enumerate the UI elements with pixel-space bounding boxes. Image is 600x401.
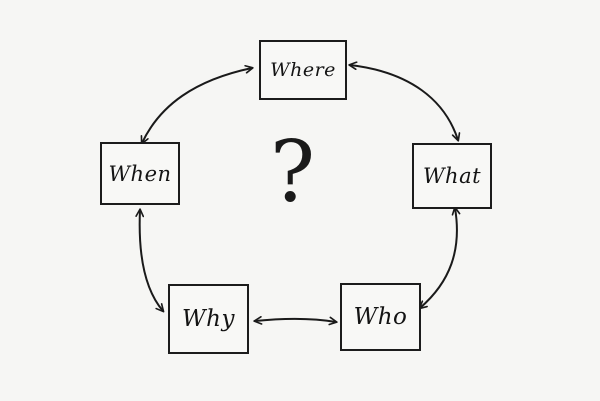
arrow-where-what	[348, 61, 461, 142]
arrow-why-who	[253, 315, 338, 326]
arrow-when-why	[135, 208, 165, 313]
node-when-label: When	[108, 161, 172, 186]
node-why: Why	[168, 284, 249, 354]
node-what: What	[412, 143, 492, 209]
arrow-where-when	[140, 64, 254, 145]
node-who: Who	[340, 283, 421, 351]
node-when: When	[100, 142, 180, 205]
question-mark: ?	[270, 123, 316, 221]
node-where: Where	[259, 40, 347, 100]
node-where-label: Where	[270, 59, 336, 81]
node-who-label: Who	[353, 304, 408, 330]
node-what-label: What	[422, 164, 482, 188]
node-why-label: Why	[182, 306, 235, 332]
arrow-what-who	[418, 206, 461, 310]
